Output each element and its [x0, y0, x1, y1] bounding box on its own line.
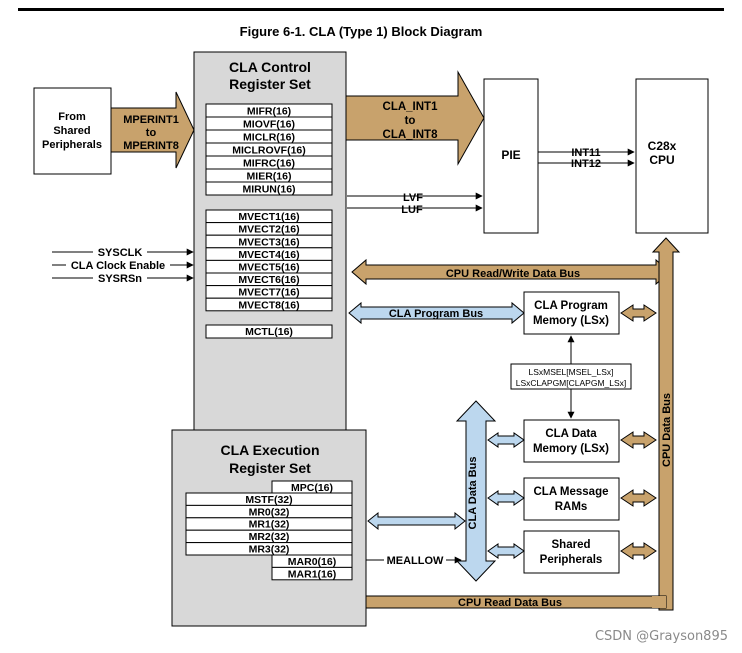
program-memory-label-1: CLA Program — [534, 300, 608, 312]
shared-peripherals-block — [523, 530, 620, 574]
vector-register-label: MVECT5(16) — [238, 262, 299, 274]
cla-program-memory — [523, 291, 620, 335]
sysrsn-label: SYSRSn — [98, 273, 142, 285]
mperint-label-1: MPERINT1 — [123, 114, 179, 126]
cla-data-bus-label: CLA Data Bus — [467, 457, 479, 530]
int12-label: INT12 — [571, 158, 601, 170]
mctl-label: MCTL(16) — [245, 326, 293, 338]
execution-title-1: CLA Execution — [220, 442, 319, 458]
figure-title: Figure 6-1. CLA (Type 1) Block Diagram — [240, 24, 483, 39]
cpu-label-1: C28x — [648, 139, 677, 153]
message-rams-bus-link — [487, 490, 525, 506]
meallow-label: MEALLOW — [387, 555, 444, 567]
cla-int-label-2: to — [405, 115, 416, 127]
cla-program-bus-label: CLA Program Bus — [389, 308, 483, 320]
execution-register-label: MR2(32) — [249, 531, 290, 543]
from-label-3: Peripherals — [42, 139, 102, 151]
mperint-label-2: to — [146, 127, 157, 139]
cla-data-memory — [523, 419, 620, 463]
lsx-select-box — [510, 363, 632, 390]
cpu-data-bus — [651, 237, 681, 611]
data-memory-label-1: CLA Data — [545, 428, 597, 440]
cpu-label-2: CPU — [649, 153, 674, 167]
vector-register-label: MVECT8(16) — [238, 299, 299, 311]
cpu-read-write-bus-label: CPU Read/Write Data Bus — [446, 268, 580, 280]
execution-register-label: MR1(32) — [249, 519, 290, 531]
data-memory-label-2: Memory (LSx) — [533, 443, 609, 455]
pie-block — [483, 78, 539, 234]
from-label-1: From — [58, 111, 86, 123]
address-register — [271, 566, 353, 581]
message-rams-cpu-link — [620, 489, 657, 507]
program-memory-label-2: Memory (LSx) — [533, 315, 609, 327]
message-rams-label-1: CLA Message — [534, 486, 609, 498]
vector-register-label: MVECT6(16) — [238, 274, 299, 286]
control-title-2: Register Set — [229, 76, 311, 92]
int11-label: INT11 — [571, 147, 600, 159]
cla-int-label-1: CLA_INT1 — [383, 101, 439, 113]
mpc-label: MPC(16) — [291, 482, 333, 494]
control-register-label: MICLR(16) — [243, 132, 295, 144]
execution-register-label: MR3(32) — [249, 544, 290, 556]
execution-registers: MSTF(32)MR0(32)MR1(32)MR2(32)MR3(32) — [185, 492, 353, 556]
lsx-clapgm-label: LSxCLAPGM[CLAPGM_LSx] — [516, 378, 627, 388]
lvf-label: LVF — [403, 192, 423, 204]
from-label-2: Shared — [53, 125, 90, 137]
shared-periph-bus-link — [487, 543, 525, 559]
message-rams-label-2: RAMs — [555, 501, 588, 513]
shared-periph-label-2: Peripherals — [540, 554, 603, 566]
shared-periph-cpu-link — [620, 542, 657, 560]
mperint-label-3: MPERINT8 — [123, 140, 179, 152]
address-register-label: MAR1(16) — [288, 568, 336, 580]
sysclk-label: SYSCLK — [98, 247, 143, 259]
vector-register — [205, 297, 333, 312]
control-register-group-2: MVECT1(16)MVECT2(16)MVECT3(16)MVECT4(16)… — [205, 209, 333, 312]
data-memory-cpu-link — [620, 431, 657, 449]
watermark: CSDN @Grayson895 — [595, 629, 728, 644]
execution-register-label: MSTF(32) — [245, 494, 292, 506]
pie-label: PIE — [501, 148, 520, 162]
cla-int-arrow — [345, 70, 485, 166]
cla-clock-enable-label: CLA Clock Enable — [71, 260, 165, 272]
data-memory-bus-link — [487, 432, 525, 448]
vector-register-label: MVECT3(16) — [238, 236, 299, 248]
cla-int-label-3: CLA_INT8 — [383, 129, 439, 141]
cpu-read-data-bus-label: CPU Read Data Bus — [458, 597, 562, 609]
control-register-label: MIER(16) — [247, 171, 292, 183]
control-register-label: MIFRC(16) — [243, 158, 295, 170]
from-shared-peripherals-box — [33, 87, 112, 175]
cla-message-rams — [523, 477, 620, 521]
top-rule — [18, 8, 724, 11]
lsx-msel-label: LSxMSEL[MSEL_LSx] — [528, 367, 613, 377]
address-registers: MAR0(16)MAR1(16) — [271, 554, 353, 581]
vector-register-label: MVECT2(16) — [238, 224, 299, 236]
control-register-label: MIFR(16) — [247, 106, 291, 118]
control-register-label: MIRUN(16) — [242, 184, 295, 196]
execution-register-label: MR0(32) — [249, 506, 290, 518]
cla-data-bus — [455, 400, 497, 582]
control-register — [205, 181, 333, 196]
control-register-label: MICLROVF(16) — [232, 145, 306, 157]
cpu-data-bus-label: CPU Data Bus — [661, 393, 673, 467]
address-register-label: MAR0(16) — [288, 556, 336, 568]
program-memory-cpu-link — [620, 304, 657, 322]
vector-register-label: MVECT7(16) — [238, 287, 299, 299]
execution-title-2: Register Set — [229, 460, 311, 476]
control-register-label: MIOVF(16) — [243, 119, 295, 131]
mctl-register — [205, 324, 333, 339]
mperint-arrow — [110, 91, 195, 169]
luf-label: LUF — [401, 204, 423, 216]
control-register-group-1: MIFR(16)MIOVF(16)MICLR(16)MICLROVF(16)MI… — [205, 103, 333, 196]
c28x-cpu-block — [635, 78, 709, 234]
execution-data-bus-link — [367, 511, 466, 531]
execution-register — [185, 542, 353, 556]
vector-register-label: MVECT4(16) — [238, 249, 299, 261]
control-title-1: CLA Control — [229, 59, 311, 75]
shared-periph-label-1: Shared — [552, 539, 591, 551]
vector-register-label: MVECT1(16) — [238, 211, 299, 223]
